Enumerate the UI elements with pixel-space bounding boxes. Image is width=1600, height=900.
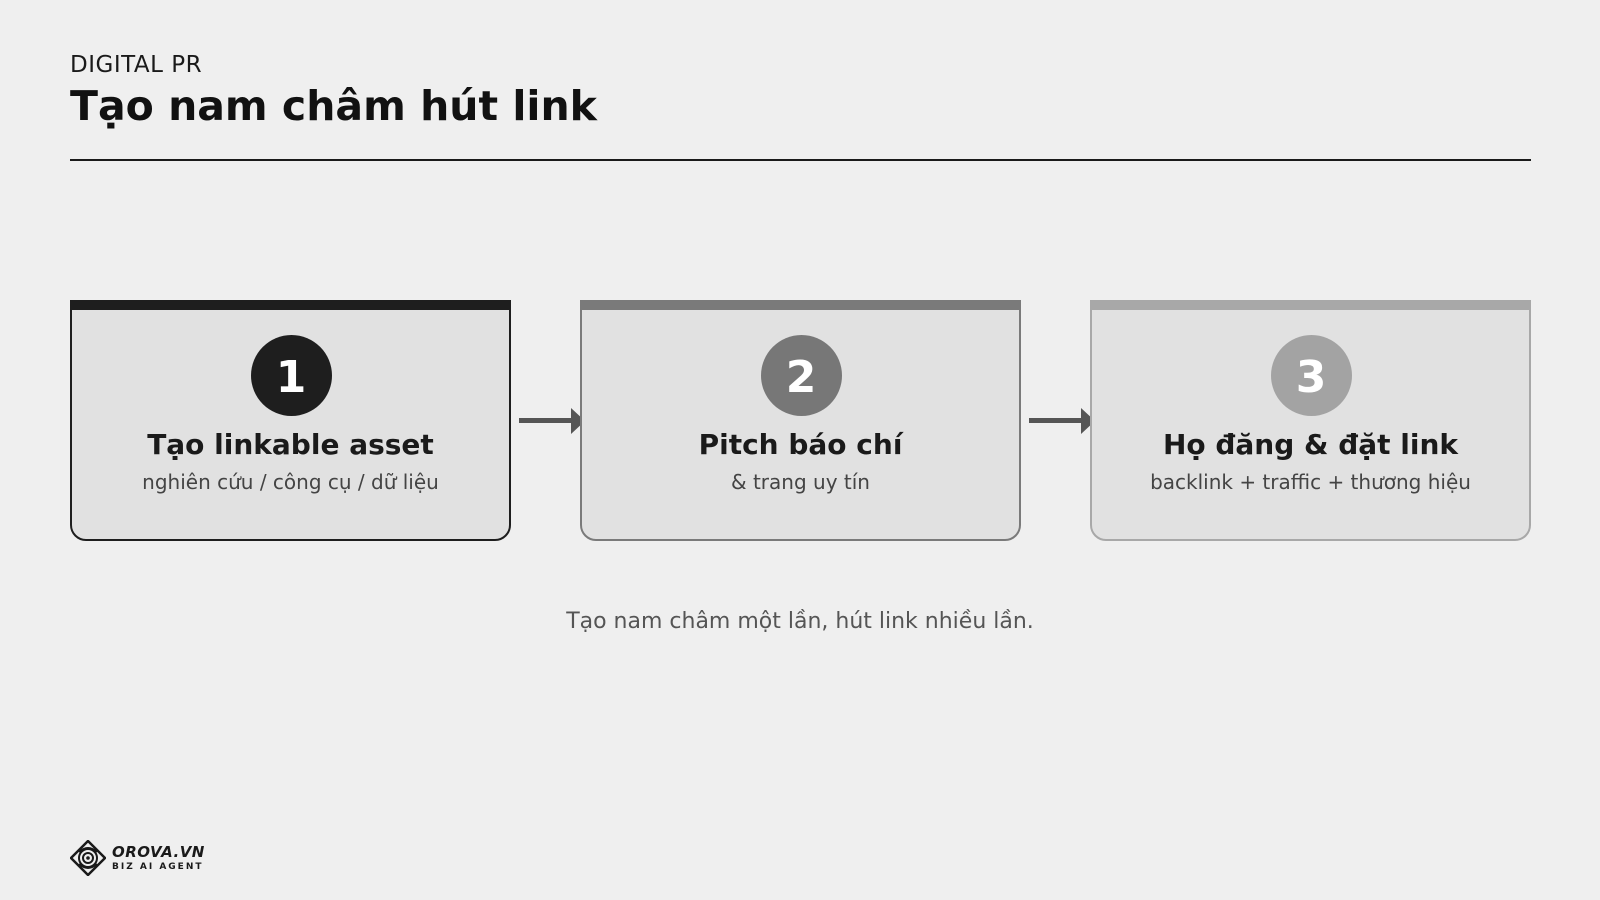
footnote: Tạo nam châm một lần, hút link nhiều lần… [566,609,1034,634]
step-title: Pitch báo chí [698,428,903,461]
step-subtitle: backlink + traffic + thương hiệu [1150,470,1471,494]
step-card-2: 2 Pitch báo chí & trang uy tín [580,300,1021,541]
step-card-1: 1 Tạo linkable asset nghiên cứu / công c… [70,300,511,541]
step-card-accent-bar [1090,300,1531,310]
step-card-3: 3 Họ đăng & đặt link backlink + traffic … [1090,300,1531,541]
orova-logo-icon [70,840,106,876]
logo-tagline: BIZ AI AGENT [112,861,204,872]
step-number-badge: 1 [250,335,332,416]
page-title: Tạo nam châm hút link [70,82,597,130]
arrow-right-icon [1029,408,1095,434]
step-number: 1 [275,351,307,403]
step-number-badge: 2 [760,335,842,416]
step-title: Họ đăng & đặt link [1162,428,1459,461]
step-card-accent-bar [70,300,511,310]
step-subtitle: nghiên cứu / công cụ / dữ liệu [142,470,439,494]
step-number-badge: 3 [1270,335,1352,416]
step-number: 2 [785,351,817,403]
brand-logo: OROVA.VN BIZ AI AGENT [70,840,205,876]
title-divider [70,159,1531,161]
arrow-right-icon [519,408,585,434]
step-card-accent-bar [580,300,1021,310]
logo-name: OROVA.VN [112,842,205,861]
step-subtitle: & trang uy tín [731,470,870,494]
step-number: 3 [1295,351,1327,403]
eyebrow-label: DIGITAL PR [70,52,203,78]
step-title: Tạo linkable asset [147,428,434,461]
